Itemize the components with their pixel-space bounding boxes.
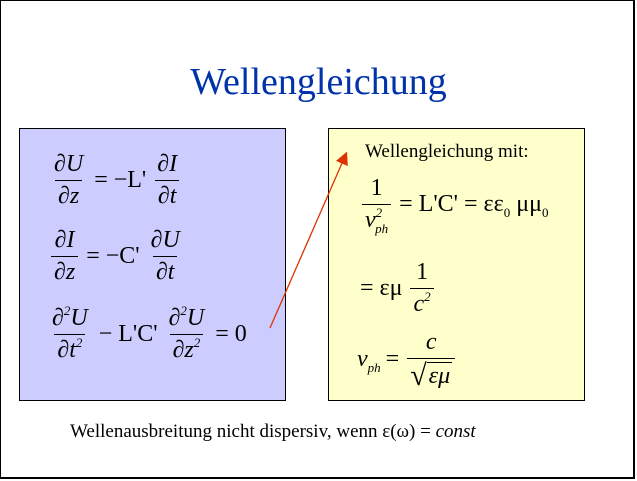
footer-emphasis: const <box>435 421 476 442</box>
eq1-den-r: ∂t <box>154 179 180 211</box>
eq3-num-r: ∂2U <box>168 303 205 331</box>
r1-fraction: 1 v2ph <box>362 175 392 235</box>
r1-num: 1 <box>370 175 383 201</box>
equation-r1: 1 v2ph = L'C' = εε0 μμ0 <box>359 175 553 235</box>
r3-lhs: vph <box>357 346 381 376</box>
r3-eq: = <box>385 346 400 373</box>
equation-1: ∂U ∂z = −L' ∂I ∂t <box>48 151 183 210</box>
eq2-num-r: ∂U <box>150 227 180 253</box>
r2-lhs: = εμ <box>360 275 403 302</box>
equation-r2: = εμ 1 c2 <box>355 259 437 318</box>
eq3-den-r: ∂z2 <box>169 333 204 365</box>
slide-title: Wellengleichung <box>190 61 447 103</box>
equation-r3: vph = c √ εμ <box>357 329 458 391</box>
eq2-num-l: ∂I <box>54 227 75 253</box>
r2-den: c2 <box>410 287 434 319</box>
eq1-num-r: ∂I <box>157 151 178 177</box>
eq1-left-fraction: ∂U ∂z <box>51 151 86 210</box>
left-equation-box: ∂U ∂z = −L' ∂I ∂t ∂I ∂z = −C' ∂U ∂t ∂2U … <box>19 128 286 401</box>
r3-fraction: c √ εμ <box>407 329 456 391</box>
equation-3: ∂2U ∂t2 − L'C' ∂2U ∂z2 = 0 <box>46 303 252 365</box>
footer-main: Wellenausbreitung nicht dispersiv, wenn … <box>70 421 436 442</box>
eq3-mid: − L'C' <box>98 321 158 348</box>
eq2-left-fraction: ∂I ∂z <box>51 227 79 287</box>
equation-2: ∂I ∂z = −C' ∂U ∂t <box>48 227 186 286</box>
eq1-mid: = −L' <box>94 167 147 194</box>
eq3-den-l: ∂t2 <box>54 333 86 365</box>
eq3-rhs: = 0 <box>215 321 247 348</box>
eq2-mid: = −C' <box>86 243 140 270</box>
r2-fraction: 1 c2 <box>410 259 434 319</box>
r1-rhs: = L'C' = εε0 μμ0 <box>399 191 549 221</box>
eq3-num-l: ∂2U <box>52 303 88 331</box>
eq3-right-fraction: ∂2U ∂z2 <box>166 303 208 365</box>
eq3-left-fraction: ∂2U ∂t2 <box>49 303 91 365</box>
r3-num: c <box>425 329 437 355</box>
eq1-den-l: ∂z <box>55 179 83 211</box>
r1-den: v2ph <box>362 203 392 235</box>
eq2-den-l: ∂z <box>51 255 79 287</box>
footer-text: Wellenausbreitung nicht dispersiv, wenn … <box>70 421 476 443</box>
eq2-right-fraction: ∂U ∂t <box>148 227 183 286</box>
eq2-den-r: ∂t <box>152 255 178 287</box>
r3-den: √ εμ <box>407 357 456 391</box>
r2-num: 1 <box>416 259 429 285</box>
eq1-right-fraction: ∂I ∂t <box>154 151 180 210</box>
right-box-header: Wellengleichung mit: <box>365 141 529 162</box>
right-equation-box: Wellengleichung mit: 1 v2ph = L'C' = εε0… <box>328 128 585 401</box>
eq1-num-l: ∂U <box>54 151 84 177</box>
